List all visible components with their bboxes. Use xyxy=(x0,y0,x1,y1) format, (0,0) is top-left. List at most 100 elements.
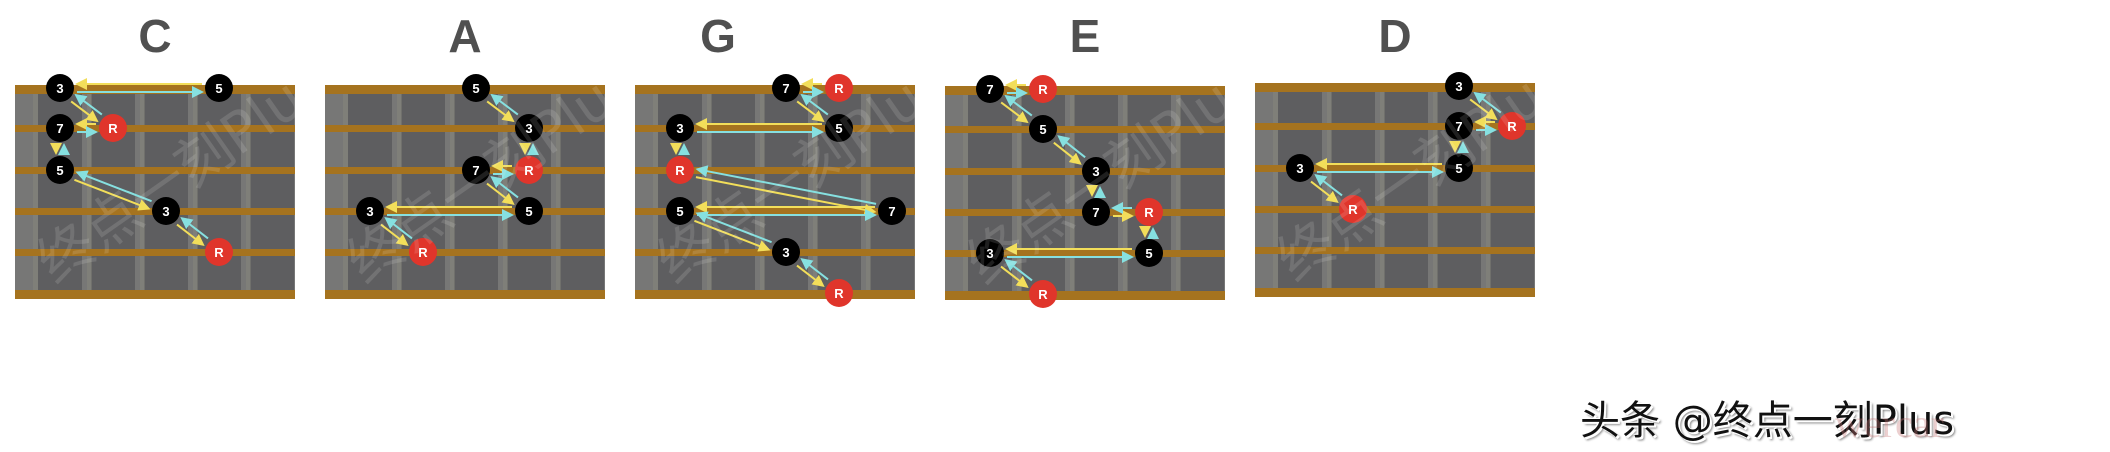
interval-note: 7 xyxy=(976,75,1004,103)
note-circle xyxy=(99,114,127,142)
fret-wire xyxy=(653,85,658,297)
note-circle xyxy=(1135,198,1163,226)
note-label: 3 xyxy=(1092,164,1099,179)
interval-note: 5 xyxy=(46,156,74,184)
guitar-string xyxy=(1255,206,1535,213)
interval-note: 3 xyxy=(1286,154,1314,182)
guitar-string xyxy=(325,125,605,132)
note-label: 5 xyxy=(1145,246,1152,261)
note-circle xyxy=(515,156,543,184)
note-circle xyxy=(462,156,490,184)
root-note: R xyxy=(1029,75,1057,103)
note-circle xyxy=(1339,195,1367,223)
root-note: R xyxy=(666,156,694,184)
fret-wire xyxy=(503,85,508,297)
interval-note: 5 xyxy=(1135,239,1163,267)
note-label: R xyxy=(834,81,844,96)
note-circle xyxy=(46,74,74,102)
note-label: 7 xyxy=(986,82,993,97)
note-label: R xyxy=(214,245,224,260)
fret-wire xyxy=(343,85,348,297)
forward-arrow xyxy=(74,178,151,211)
root-note: R xyxy=(825,279,853,307)
note-circle xyxy=(356,197,384,225)
note-circle xyxy=(515,197,543,225)
back-arrow xyxy=(800,258,829,281)
back-arrow xyxy=(800,93,829,116)
note-label: 5 xyxy=(525,204,532,219)
note-label: 5 xyxy=(472,81,479,96)
fret-wire xyxy=(963,86,968,298)
interval-note: 7 xyxy=(878,197,906,225)
note-circle xyxy=(1029,280,1057,308)
fret-space xyxy=(870,85,914,297)
guitar-string xyxy=(635,167,915,174)
fret-wire xyxy=(1327,83,1332,295)
interval-note: 7 xyxy=(772,74,800,102)
fret-wire xyxy=(1486,83,1491,295)
guitar-string xyxy=(15,125,295,132)
root-note: R xyxy=(515,156,543,184)
note-label: 5 xyxy=(56,163,63,178)
note-label: 7 xyxy=(56,121,63,136)
note-circle xyxy=(666,114,694,142)
note-label: 5 xyxy=(215,81,222,96)
note-label: 3 xyxy=(366,204,373,219)
guitar-string xyxy=(1255,165,1535,172)
fret-wire xyxy=(33,85,38,297)
root-note: R xyxy=(1135,198,1163,226)
note-circle xyxy=(1082,198,1110,226)
back-arrow xyxy=(695,211,772,244)
note-label: 3 xyxy=(56,81,63,96)
fret-space xyxy=(1278,83,1322,295)
note-label: 5 xyxy=(676,204,683,219)
fret-wire xyxy=(450,85,455,297)
note-label: R xyxy=(1348,202,1358,217)
fret-space xyxy=(711,85,755,297)
interval-note: 3 xyxy=(666,114,694,142)
guitar-string xyxy=(325,208,605,215)
back-arrow xyxy=(180,217,209,240)
guitar-string xyxy=(635,290,915,299)
interval-note: 5 xyxy=(1445,154,1473,182)
guitar-string xyxy=(945,126,1225,133)
guitar-string xyxy=(325,249,605,256)
back-arrow xyxy=(1314,174,1343,197)
note-label: R xyxy=(1507,119,1517,134)
note-label: 7 xyxy=(472,163,479,178)
interval-note: 3 xyxy=(1445,72,1473,100)
note-label: R xyxy=(418,245,428,260)
guitar-string xyxy=(15,249,295,256)
note-label: 3 xyxy=(162,204,169,219)
fret-wire xyxy=(397,85,402,297)
interval-note: 3 xyxy=(772,238,800,266)
note-label: 3 xyxy=(676,121,683,136)
back-arrow xyxy=(1057,135,1086,159)
note-circle xyxy=(1029,115,1057,143)
root-note: R xyxy=(409,238,437,266)
note-circle xyxy=(1135,239,1163,267)
fret-space xyxy=(560,85,604,297)
back-arrow xyxy=(384,217,413,240)
note-label: 5 xyxy=(835,121,842,136)
fret-wire xyxy=(87,85,92,297)
note-circle xyxy=(205,74,233,102)
note-label: 3 xyxy=(525,121,532,136)
forward-arrow xyxy=(694,219,771,252)
fret-wire xyxy=(246,85,251,297)
interval-note: 7 xyxy=(462,156,490,184)
root-note: R xyxy=(1498,112,1526,140)
shape-title: E xyxy=(1070,10,1101,62)
note-circle xyxy=(515,114,543,142)
fret-wire xyxy=(556,85,561,297)
back-arrow xyxy=(490,176,519,199)
fret-wire xyxy=(813,85,818,297)
note-label: R xyxy=(1038,287,1048,302)
back-arrow xyxy=(1473,91,1502,114)
note-label: R xyxy=(108,121,118,136)
note-label: R xyxy=(675,163,685,178)
fret-wire xyxy=(140,85,145,297)
note-circle xyxy=(772,238,800,266)
